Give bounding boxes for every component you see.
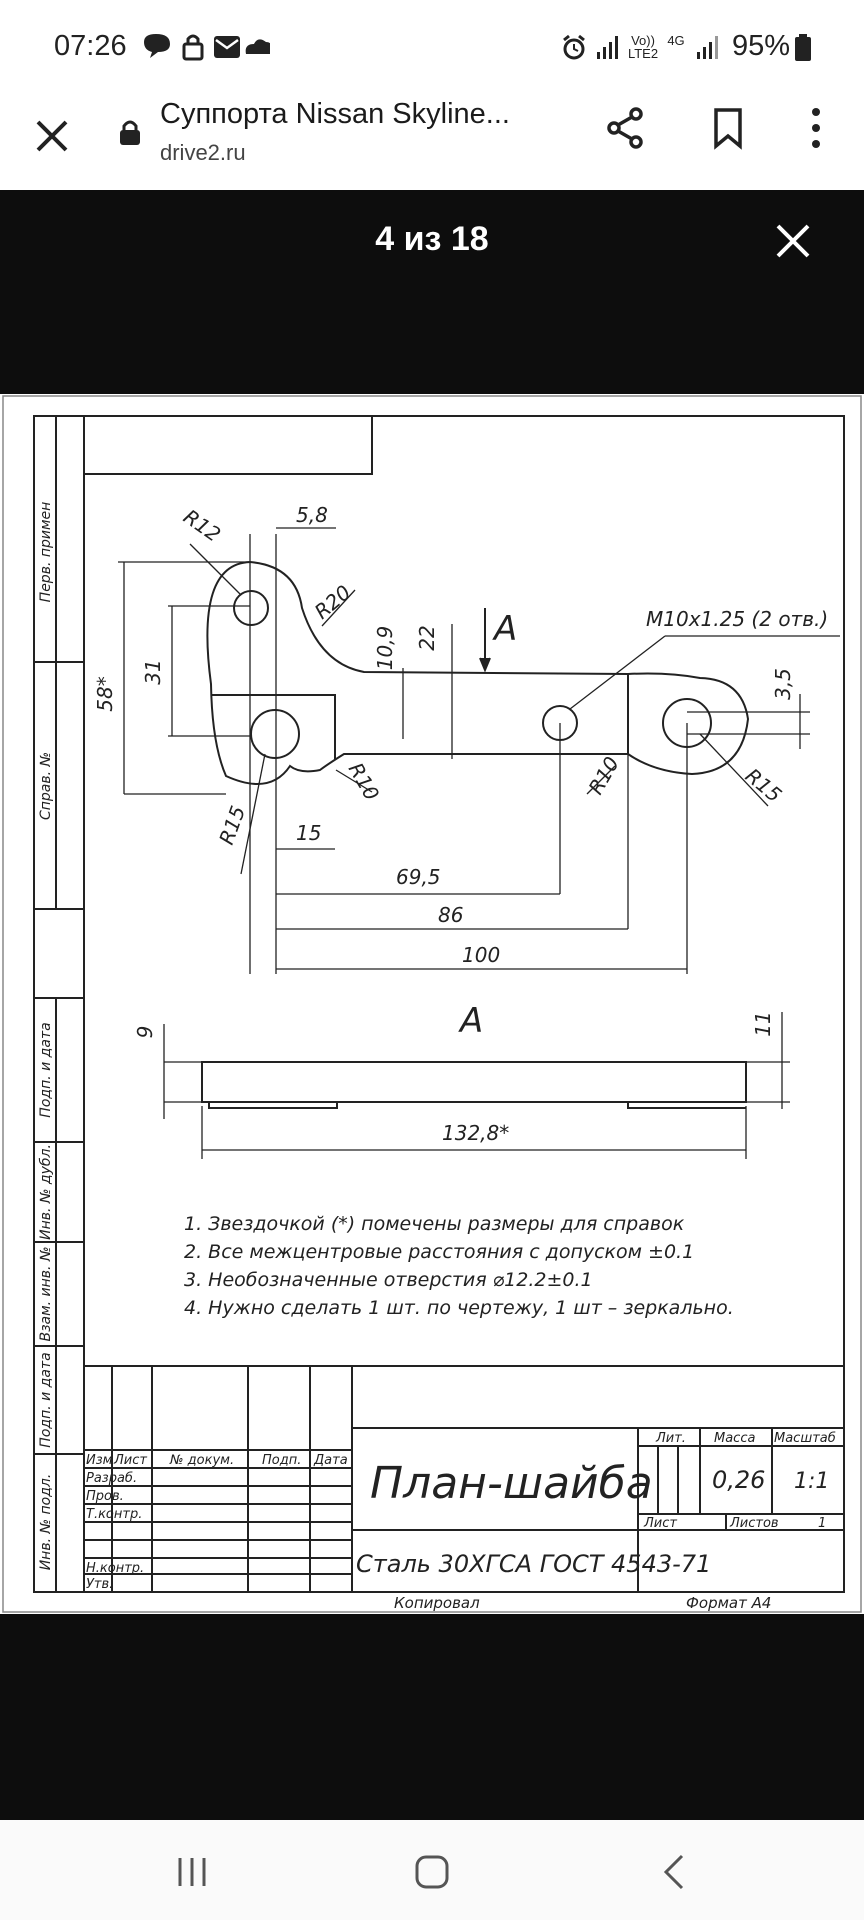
page-domain: drive2.ru (160, 140, 246, 165)
section-mark-a: A (492, 609, 517, 649)
drawing-image[interactable]: Перв. примен Справ. № Подп. и дата Инв. … (0, 394, 864, 1614)
tb-nkontr: Н.контр. (86, 1561, 144, 1576)
lock-icon (182, 34, 204, 61)
tb-scale-value: 1:1 (794, 1469, 829, 1494)
close-icon[interactable] (30, 114, 74, 158)
technical-drawing: Перв. примен Справ. № Подп. и дата Инв. … (2, 395, 862, 1613)
dim-r15-left: R15 (214, 803, 250, 848)
thread-callout: M10x1.25 (2 отв.) (646, 607, 828, 631)
alarm-icon (563, 34, 585, 60)
dim-100: 100 (462, 943, 500, 967)
note-4: 4. Нужно сделать 1 шт. по чертежу, 1 шт … (184, 1297, 734, 1319)
home-icon[interactable] (410, 1850, 454, 1894)
dim-11: 11 (751, 1011, 775, 1036)
image-viewer-header (0, 190, 864, 394)
tb-format: Формат А4 (686, 1594, 771, 1612)
dim-58: 58* (93, 676, 117, 711)
bookmark-icon[interactable] (706, 106, 750, 150)
recent-apps-icon[interactable] (170, 1850, 214, 1894)
status-time: 07:26 (54, 30, 127, 62)
dim-132-8: 132,8* (442, 1121, 509, 1145)
side-label-vzam-inv: Взам. инв. № (38, 1246, 54, 1341)
dim-31: 31 (141, 659, 165, 684)
side-label-inv-podl: Инв. № подл. (38, 1474, 54, 1571)
note-2: 2. Все межцентровые расстояния с допуско… (184, 1241, 694, 1263)
dim-3-5: 3,5 (771, 668, 795, 700)
dim-r12: R12 (179, 504, 225, 546)
dim-r15-right: R15 (741, 763, 787, 807)
note-1: 1. Звездочкой (*) помечены размеры для с… (184, 1213, 685, 1235)
signal-icon-1 (597, 36, 618, 59)
tb-material: Сталь 30ХГСА ГОСТ 4543-71 (356, 1550, 711, 1578)
chat-icon (144, 34, 170, 58)
dim-r10-left: R10 (344, 759, 384, 805)
battery-percent: 95% (731, 30, 790, 62)
volte-label: Vo)) LTE2 (627, 33, 659, 61)
tb-lit: Лит. (655, 1431, 686, 1446)
side-label-podp-data-1: Подп. и дата (38, 1022, 54, 1117)
lock-icon (120, 120, 140, 145)
status-bar: 07:26 Vo)) LTE2 4G 95% (0, 0, 864, 92)
status-left-icons (144, 34, 270, 61)
side-label-podp-data-2: Подп. и дата (38, 1352, 54, 1447)
tb-list-2: Лист (643, 1516, 677, 1531)
tb-tkontr: Т.контр. (86, 1507, 142, 1522)
tb-mass-value: 0,26 (712, 1466, 765, 1494)
signal-icon-2 (697, 36, 718, 59)
back-icon[interactable] (654, 1850, 698, 1894)
tb-massa: Масса (714, 1431, 755, 1446)
side-label-inv-dubl: Инв. № дубл. (38, 1144, 54, 1240)
battery-icon (795, 34, 811, 61)
more-options-icon[interactable] (804, 106, 848, 150)
dim-5-8: 5,8 (296, 503, 328, 527)
section-view-a: A (458, 1001, 483, 1041)
tb-part-name: План-шайба (370, 1458, 653, 1509)
note-3: 3. Необозначенные отверстия ⌀12.2±0.1 (184, 1269, 593, 1291)
image-viewer-footer (0, 1614, 864, 1820)
tb-prov: Пров. (86, 1489, 124, 1504)
tb-utv: Утв. (86, 1577, 113, 1592)
network-type-label: 4G (667, 33, 685, 48)
system-nav-bar (0, 1820, 864, 1920)
tb-razrab: Разраб. (86, 1471, 137, 1486)
page-title: Суппорта Nissan Skyline... (160, 98, 510, 130)
cloud-icon (245, 39, 270, 54)
tb-doc: № докум. (169, 1453, 234, 1468)
tb-listov: Листов (729, 1516, 779, 1531)
dim-r20: R20 (310, 580, 356, 624)
tb-podp: Подп. (262, 1453, 301, 1468)
image-counter: 4 из 18 (375, 220, 489, 258)
dim-86: 86 (438, 903, 463, 927)
tb-mashtab: Масштаб (774, 1431, 836, 1446)
dim-10-9: 10,9 (373, 626, 397, 671)
side-label-sprav: Справ. № (38, 752, 54, 820)
tb-listov-value: 1 (818, 1516, 826, 1531)
dim-69-5: 69,5 (396, 865, 441, 889)
side-label-perv-primen: Перв. примен (38, 502, 54, 603)
tb-izm: Изм (86, 1453, 113, 1468)
viewer-close-icon[interactable] (774, 222, 812, 260)
share-icon[interactable] (604, 106, 648, 150)
mail-icon (214, 36, 240, 58)
dim-22: 22 (415, 625, 439, 650)
dim-15: 15 (296, 821, 321, 845)
tb-list: Лист (113, 1453, 147, 1468)
tb-kopiroval: Копировал (394, 1594, 480, 1612)
dim-9: 9 (133, 1026, 157, 1039)
tb-data: Дата (313, 1453, 348, 1468)
